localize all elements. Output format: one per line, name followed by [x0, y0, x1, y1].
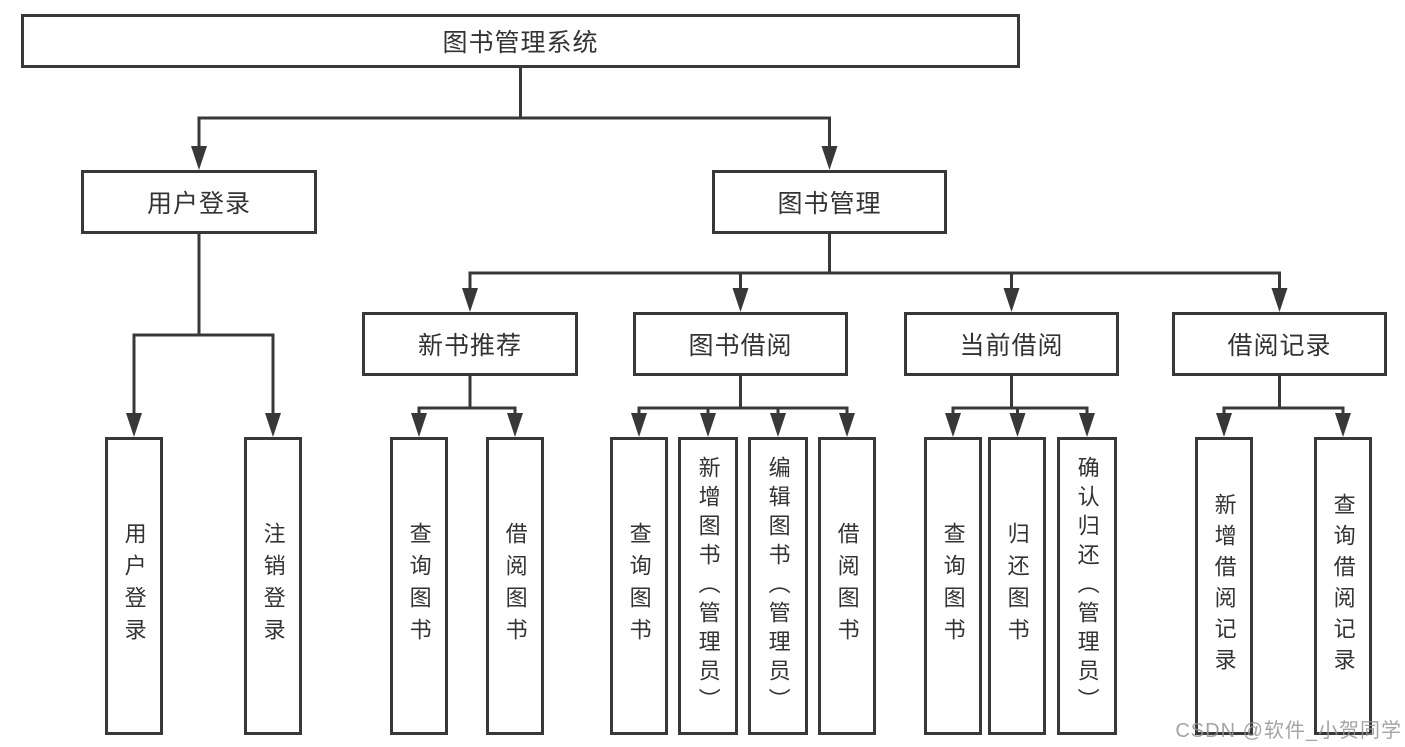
node-new-books: 新书推荐 [362, 312, 578, 376]
leaf-logout-label: 注销登录 [260, 522, 286, 650]
leaf-borrow-books-1-label: 借阅图书 [502, 522, 528, 650]
node-book-mgmt-label: 图书管理 [777, 190, 882, 218]
leaf-user-login: 用户登录 [105, 437, 163, 735]
csdn-watermark: CSDN @软件_小贺同学 [1175, 720, 1402, 742]
leaf-borrow-books-1: 借阅图书 [486, 437, 544, 735]
leaf-borrow-books-2: 借阅图书 [818, 437, 876, 735]
leaf-add-books-admin-label: 新增图书（管理员） [695, 455, 721, 717]
leaf-query-books-3-label: 查询图书 [940, 522, 966, 650]
leaf-user-login-label: 用户登录 [121, 522, 147, 650]
node-root: 图书管理系统 [21, 14, 1020, 68]
leaf-query-books-3: 查询图书 [924, 437, 982, 735]
connector-user-login [126, 234, 281, 437]
leaf-edit-books-admin: 编辑图书（管理员） [748, 437, 808, 735]
connector-book-mgmt [462, 234, 1288, 312]
leaf-query-borrow-record-label: 查询借阅记录 [1330, 493, 1356, 679]
connector-book-borrow [631, 376, 855, 437]
node-book-borrow: 图书借阅 [633, 312, 848, 376]
leaf-query-books-1-label: 查询图书 [406, 522, 432, 650]
node-borrow-records-label: 借阅记录 [1227, 332, 1332, 360]
leaf-query-books-2-label: 查询图书 [626, 522, 652, 650]
node-user-login-label: 用户登录 [146, 190, 251, 218]
leaf-borrow-books-2-label: 借阅图书 [834, 522, 860, 650]
leaf-add-borrow-record-label: 新增借阅记录 [1211, 493, 1237, 679]
leaf-add-borrow-record: 新增借阅记录 [1195, 437, 1253, 735]
connector-root [191, 68, 838, 170]
leaf-confirm-return-admin: 确认归还（管理员） [1057, 437, 1117, 735]
connector-current-borrow [945, 376, 1095, 437]
leaf-logout: 注销登录 [244, 437, 302, 735]
leaf-query-books-1: 查询图书 [390, 437, 448, 735]
leaf-confirm-return-admin-label: 确认归还（管理员） [1074, 455, 1100, 717]
connector-new-books [411, 376, 523, 437]
leaf-add-books-admin: 新增图书（管理员） [678, 437, 738, 735]
leaf-return-books: 归还图书 [988, 437, 1046, 735]
node-current-borrow: 当前借阅 [904, 312, 1119, 376]
node-borrow-records: 借阅记录 [1172, 312, 1387, 376]
leaf-return-books-label: 归还图书 [1004, 522, 1030, 650]
connector-borrow-records [1216, 376, 1351, 437]
node-book-mgmt: 图书管理 [712, 170, 947, 234]
node-root-label: 图书管理系统 [442, 29, 599, 57]
leaf-query-books-2: 查询图书 [610, 437, 668, 735]
leaf-query-borrow-record: 查询借阅记录 [1314, 437, 1372, 735]
leaf-edit-books-admin-label: 编辑图书（管理员） [765, 455, 791, 717]
node-user-login: 用户登录 [81, 170, 317, 234]
node-new-books-label: 新书推荐 [417, 332, 522, 360]
node-current-borrow-label: 当前借阅 [959, 332, 1064, 360]
node-book-borrow-label: 图书借阅 [688, 332, 793, 360]
